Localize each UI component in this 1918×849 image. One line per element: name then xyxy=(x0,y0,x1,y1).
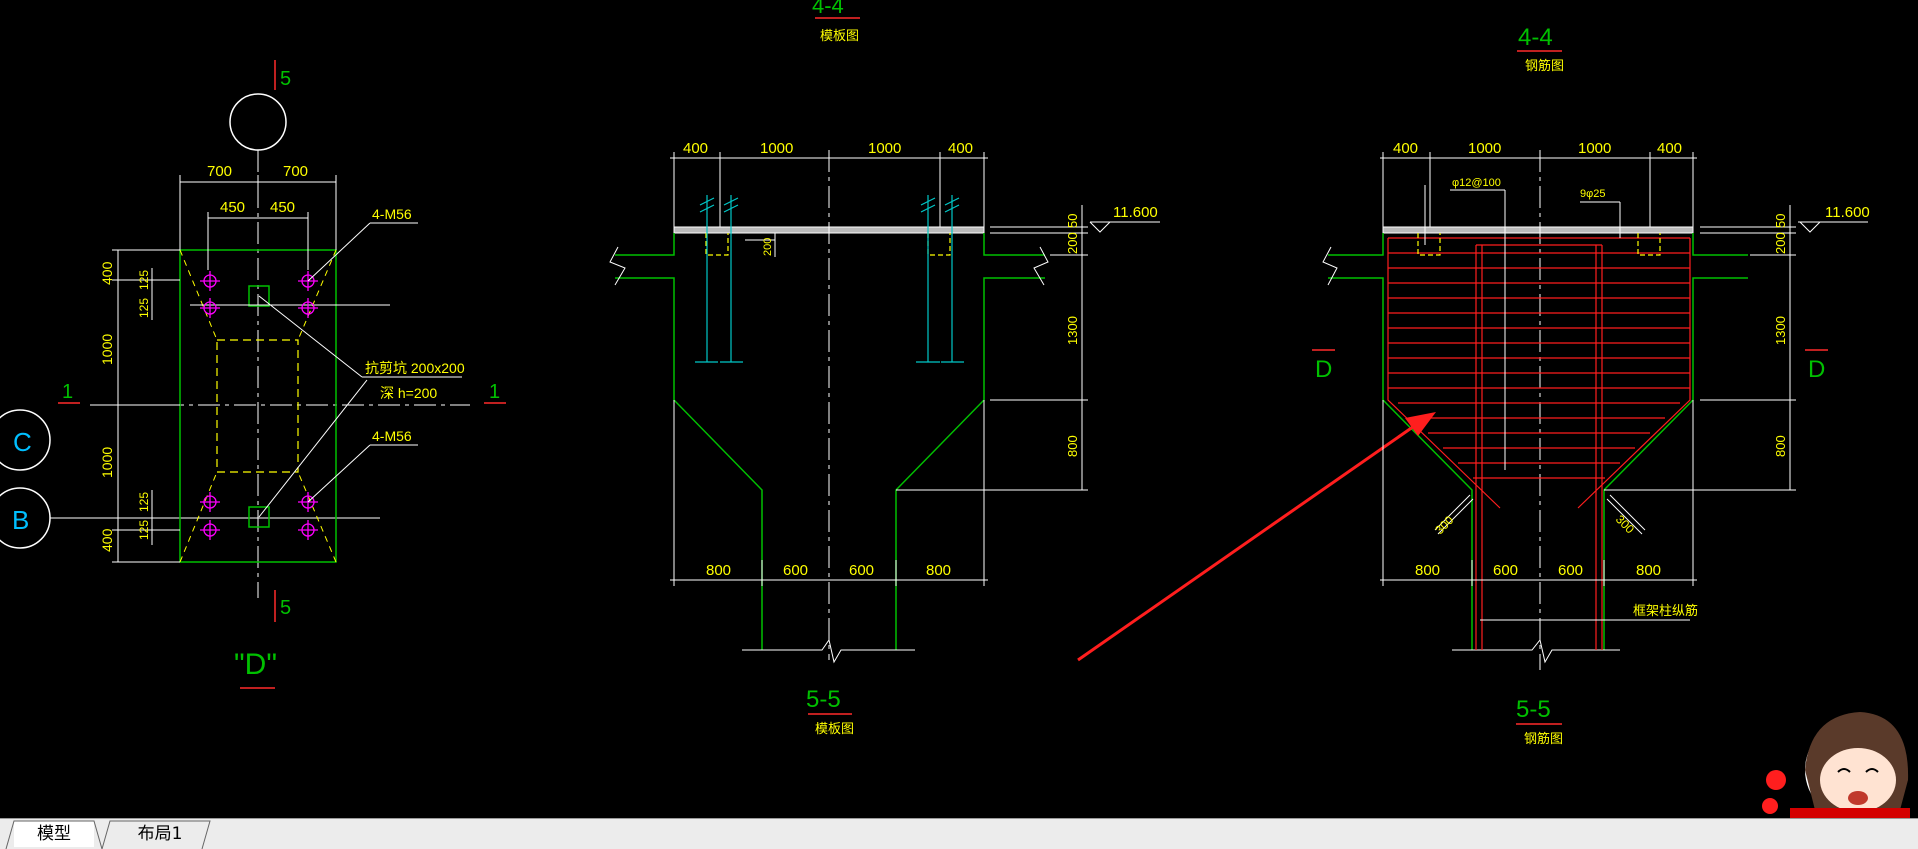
rebar-dim-slope-left: 300 xyxy=(1432,513,1456,537)
rebar-dim-bottom-4: 800 xyxy=(1636,562,1661,579)
formwork-title-top: 4-4 xyxy=(812,0,844,18)
mascot-sticker-icon xyxy=(1762,712,1910,818)
formwork-subtitle-bottom: 模板图 xyxy=(815,721,854,736)
formwork-dim-right-2: 200 xyxy=(1065,232,1080,254)
section-rebar: 4-4 钢筋图 xyxy=(1077,24,1870,746)
note-anchor-top: 4-M56 xyxy=(372,206,412,222)
formwork-dim-top-3: 1000 xyxy=(868,140,901,157)
rebar-dim-top-3: 1000 xyxy=(1578,140,1611,157)
annotation-arrow xyxy=(1077,420,1421,662)
plan-dim-left-3: 1000 xyxy=(99,447,115,478)
formwork-subtitle-top: 模板图 xyxy=(820,28,859,43)
plan-dim-inner-1: 450 xyxy=(220,199,245,216)
rebar-dim-right-1: 50 xyxy=(1773,214,1788,228)
grid-label-5-bottom: 5 xyxy=(280,597,291,619)
rebar-section-left: D xyxy=(1315,356,1332,383)
grid-label-1-right: 1 xyxy=(489,381,500,403)
rebar-dim-top-1: 400 xyxy=(1393,140,1418,157)
rebar-note-2: 9φ25 xyxy=(1580,188,1606,200)
cad-drawing-canvas[interactable]: 5 5 C B 1 1 xyxy=(0,0,1918,818)
formwork-dim-right-1: 50 xyxy=(1065,214,1080,228)
plan-dim-left-2: 1000 xyxy=(99,334,115,365)
rebar-note-column: 框架柱纵筋 xyxy=(1633,603,1698,618)
note-shear-key-1: 抗剪坑 200x200 xyxy=(365,360,465,376)
grid-bubble-top xyxy=(229,93,287,151)
rebar-dim-right-3: 1300 xyxy=(1773,316,1788,345)
axis-label-c: C xyxy=(13,427,32,457)
rebar-dim-bottom-3: 600 xyxy=(1558,562,1583,579)
rebar-subtitle-bottom: 钢筋图 xyxy=(1524,731,1563,746)
plan-dim-small-3: 125 xyxy=(137,492,151,512)
grid-label-5-top: 5 xyxy=(280,68,291,90)
section-formwork: 4-4 模板图 xyxy=(609,0,1160,736)
formwork-elevation: 11.600 xyxy=(1113,204,1158,221)
plan-dim-small-4: 125 xyxy=(137,520,151,540)
formwork-dim-bottom-1: 800 xyxy=(706,562,731,579)
rebar-dim-top-4: 400 xyxy=(1657,140,1682,157)
formwork-dim-top-1: 400 xyxy=(683,140,708,157)
plan-dim-top-2: 700 xyxy=(283,163,308,180)
formwork-dim-right-3: 1300 xyxy=(1065,316,1080,345)
plan-dim-left-1: 400 xyxy=(99,261,115,285)
tab-model[interactable]: 模型 xyxy=(14,821,94,847)
formwork-dim-top-4: 400 xyxy=(948,140,973,157)
rebar-note-1: φ12@100 xyxy=(1452,177,1501,189)
formwork-title-bottom: 5-5 xyxy=(806,686,841,713)
rebar-dim-bottom-1: 800 xyxy=(1415,562,1440,579)
plan-dim-top-1: 700 xyxy=(207,163,232,180)
rebar-dim-right-2: 200 xyxy=(1773,232,1788,254)
formwork-dim-bottom-2: 600 xyxy=(783,562,808,579)
plan-dim-inner-2: 450 xyxy=(270,199,295,216)
rebar-elevation: 11.600 xyxy=(1825,204,1870,221)
rebar-section-right: D xyxy=(1808,356,1825,383)
plan-label-d: "D" xyxy=(234,648,277,681)
rebar-cage xyxy=(1387,237,1691,650)
formwork-dim-inner: 200 xyxy=(762,238,774,256)
tab-layout1[interactable]: 布局1 xyxy=(137,824,183,844)
annotation-arrow-head xyxy=(1405,412,1436,436)
formwork-dim-bottom-3: 600 xyxy=(849,562,874,579)
grid-label-1-left: 1 xyxy=(62,381,73,403)
rebar-dim-slope-right: 300 xyxy=(1613,512,1637,536)
rebar-dim-right-4: 800 xyxy=(1773,435,1788,457)
formwork-dim-top-2: 1000 xyxy=(760,140,793,157)
rebar-dim-top-2: 1000 xyxy=(1468,140,1501,157)
layout-tab-bar: 模型 布局1 xyxy=(0,818,1918,849)
rebar-subtitle-top: 钢筋图 xyxy=(1525,58,1564,73)
tab-outline xyxy=(5,820,211,849)
axis-label-b: B xyxy=(12,505,29,535)
plan-dim-small-1: 125 xyxy=(137,270,151,290)
formwork-dim-right-4: 800 xyxy=(1065,435,1080,457)
formwork-dim-bottom-4: 800 xyxy=(926,562,951,579)
plan-view: 5 5 C B 1 1 xyxy=(0,60,506,689)
rebar-dim-bottom-2: 600 xyxy=(1493,562,1518,579)
note-shear-key-2: 深 h=200 xyxy=(380,385,437,401)
note-anchor-bottom: 4-M56 xyxy=(372,428,412,444)
plan-dim-left-4: 400 xyxy=(99,528,115,552)
plan-dim-small-2: 125 xyxy=(137,298,151,318)
rebar-title-top: 4-4 xyxy=(1518,24,1553,51)
rebar-title-bottom: 5-5 xyxy=(1516,696,1551,723)
